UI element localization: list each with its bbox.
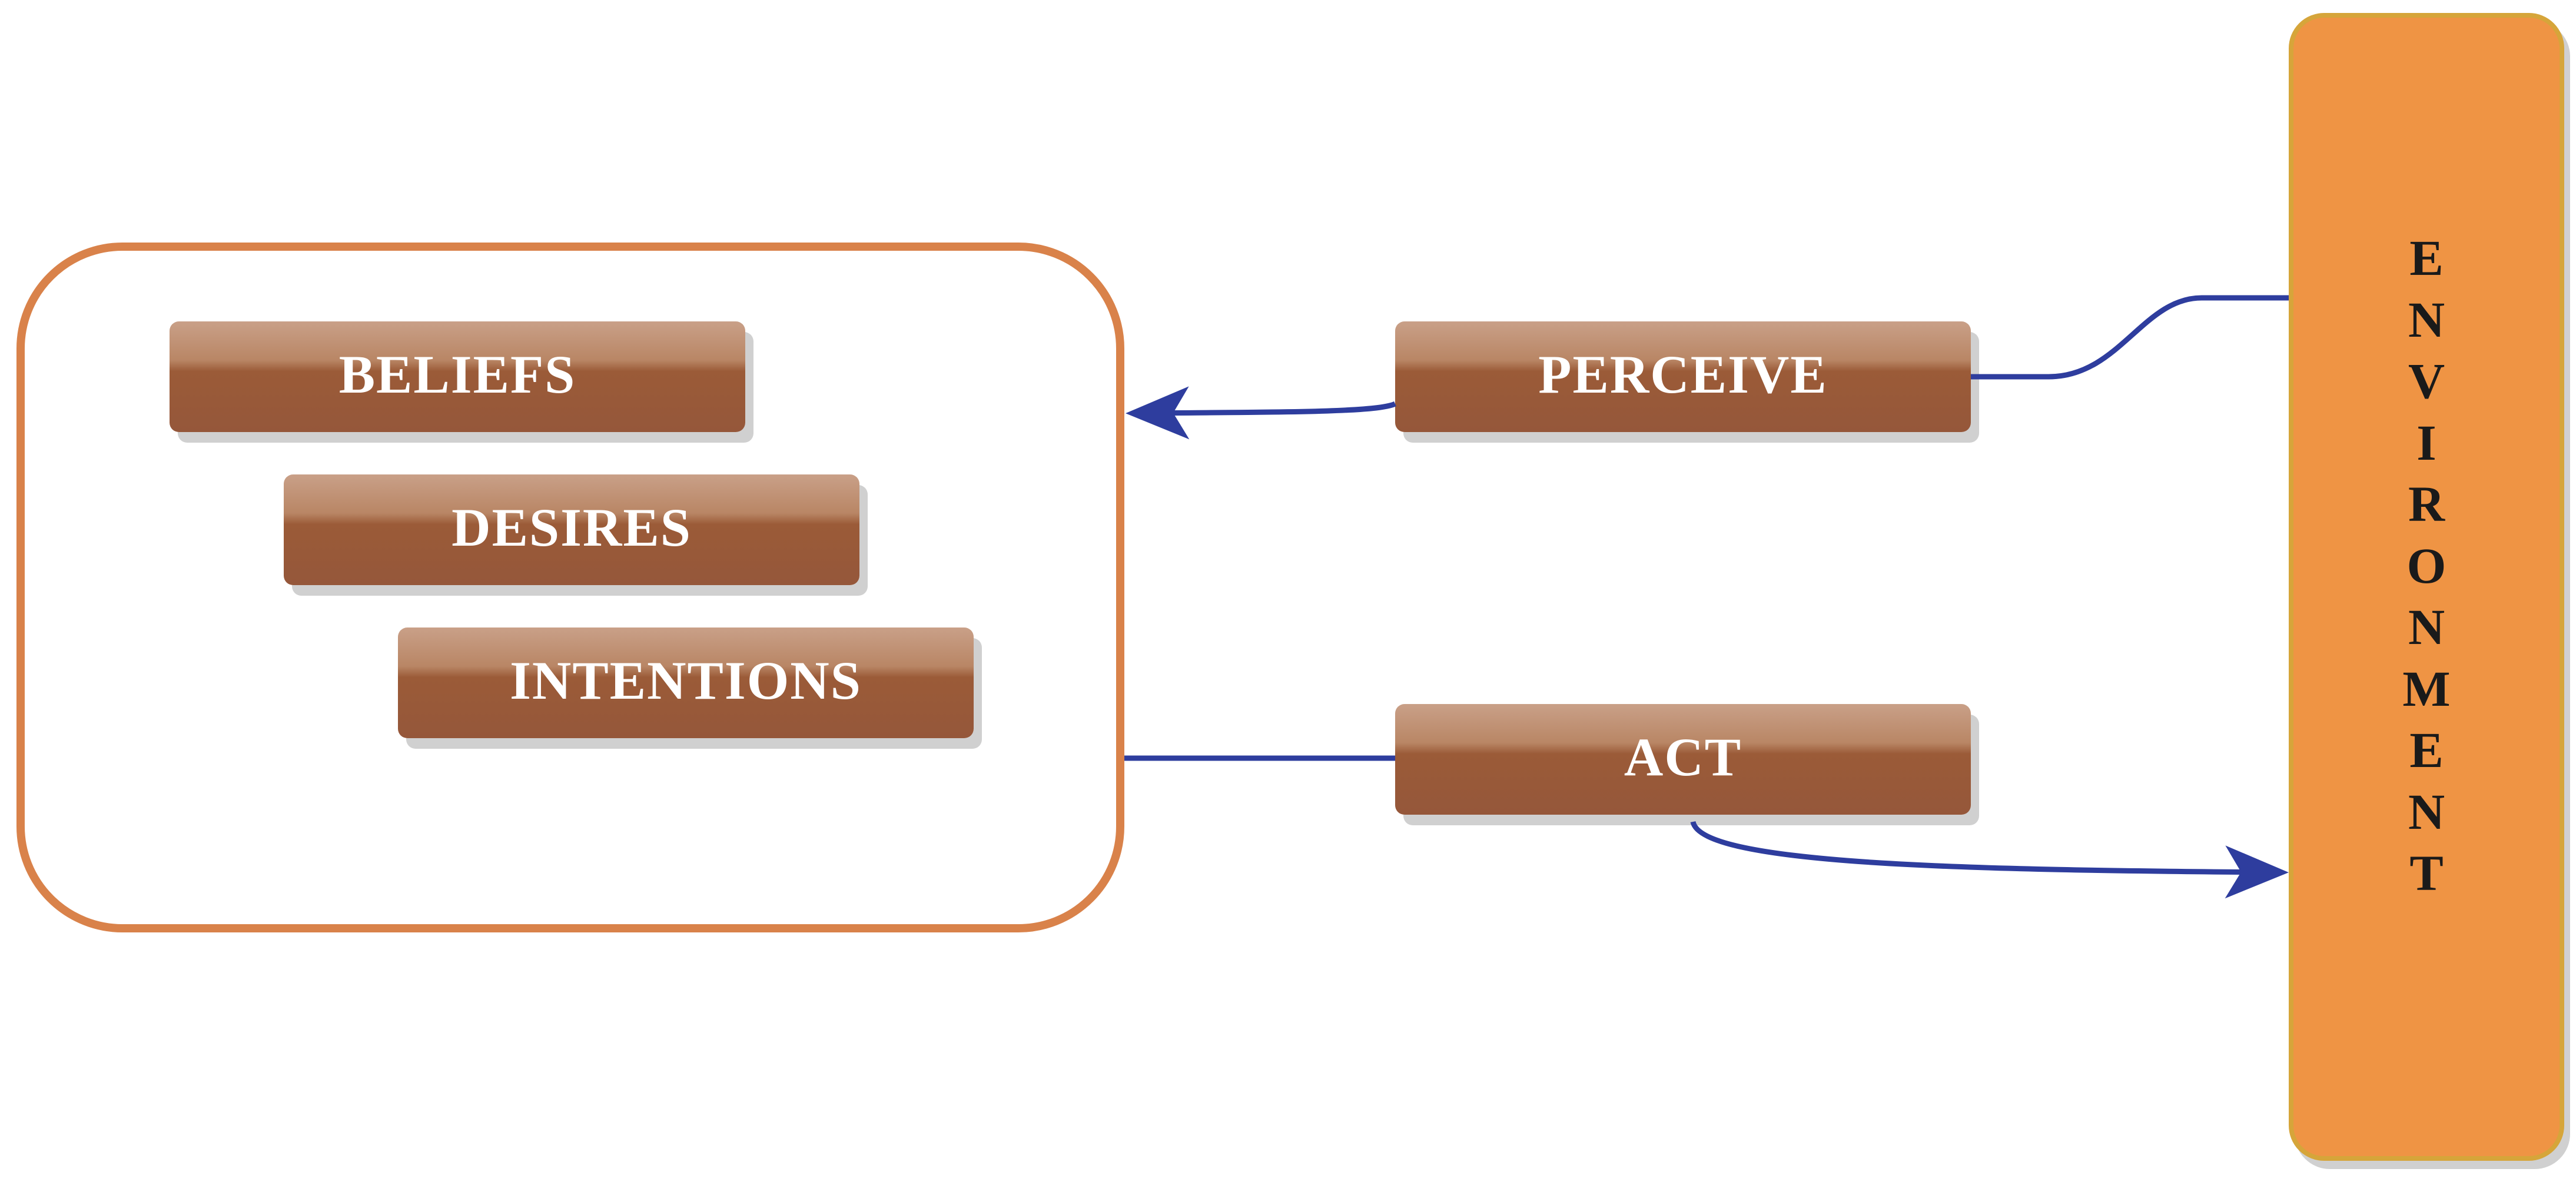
intentions-box: INTENTIONS [398, 627, 974, 738]
environment-letter: V [2408, 353, 2445, 409]
environment-letter: M [2402, 660, 2451, 717]
environment-letter: O [2406, 537, 2446, 594]
act-label: ACT [1624, 727, 1742, 787]
environment-letter: R [2408, 476, 2445, 532]
beliefs-box: BELIEFS [170, 321, 745, 432]
act-box: ACT [1395, 704, 1971, 815]
desires-label: DESIRES [452, 497, 692, 557]
act-to-environment-arrow [1690, 821, 2289, 899]
environment-letter: N [2408, 599, 2445, 655]
intentions-label: INTENTIONS [510, 650, 862, 710]
environment-letter: N [2408, 291, 2445, 348]
environment-letter: E [2409, 230, 2444, 286]
perceive-label: PERCEIVE [1538, 344, 1828, 404]
environment-letter: I [2416, 414, 2436, 471]
beliefs-label: BELIEFS [338, 344, 576, 404]
environment-letter: N [2408, 783, 2445, 840]
environment-letter: E [2409, 722, 2444, 778]
environment-to-perceive-connector [1971, 295, 2289, 380]
perceive-to-agent-arrow [1126, 386, 1396, 440]
perceive-box: PERCEIVE [1395, 321, 1971, 432]
desires-box: DESIRES [284, 474, 859, 585]
environment-letter: T [2409, 845, 2444, 901]
